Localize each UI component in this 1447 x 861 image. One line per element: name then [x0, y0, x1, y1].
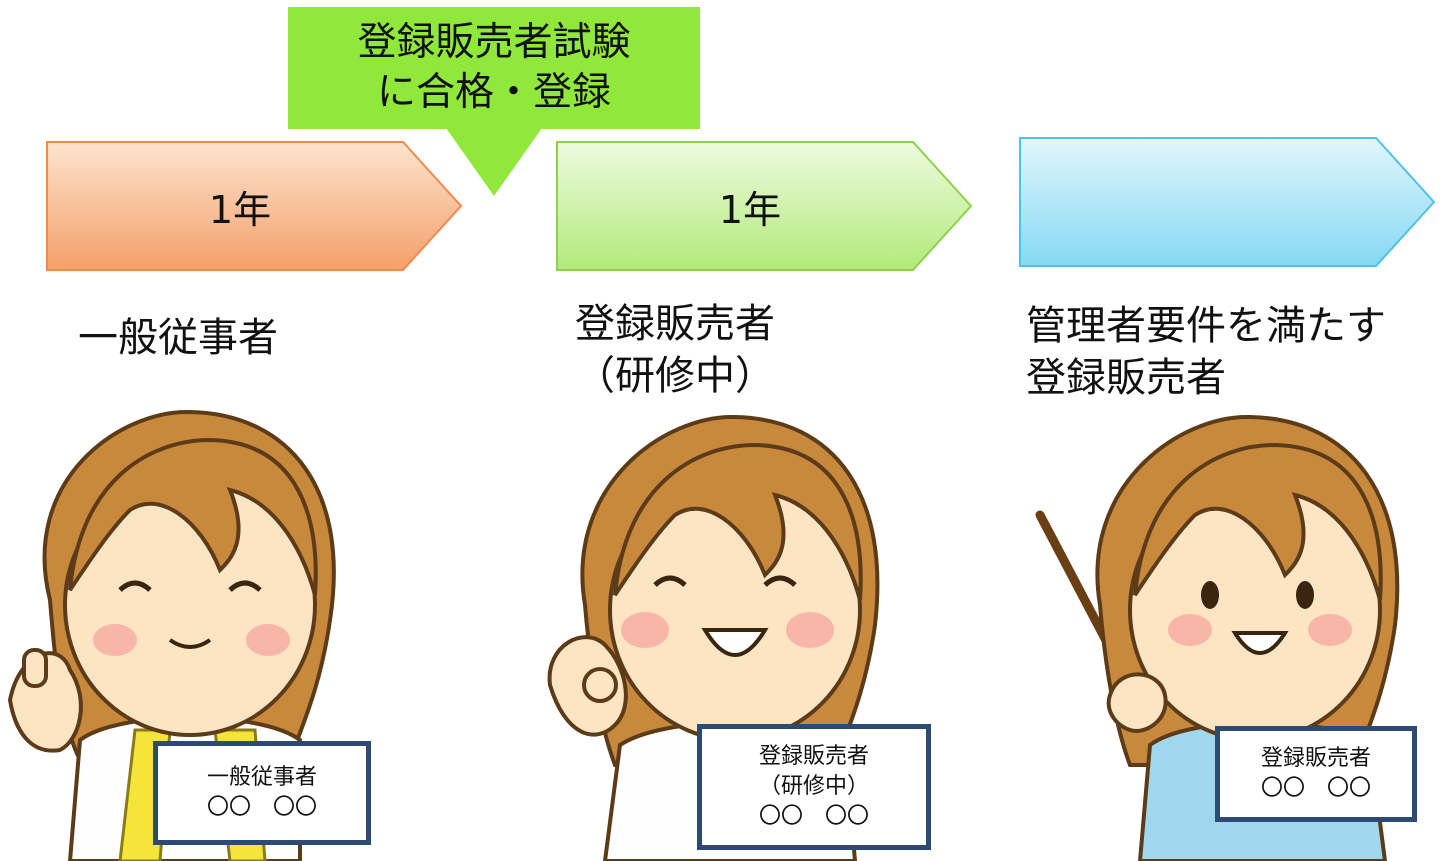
stage-3-role: 管理者要件を満たす 登録販売者 — [1026, 300, 1386, 404]
badge-2-line-2: （研修中） — [758, 774, 869, 799]
name-badge-2: 登録販売者 （研修中） 〇〇 〇〇 — [697, 724, 931, 850]
badge-1-line-2: 〇〇 〇〇 — [206, 795, 317, 820]
stage-arrow-1 — [46, 141, 463, 271]
badge-1-line-1: 一般従事者 — [206, 765, 317, 790]
stage-1-role: 一般従事者 — [78, 312, 278, 364]
stage-2-role-line-2: （研修中） — [575, 353, 775, 399]
name-badge-1: 一般従事者 〇〇 〇〇 — [153, 741, 371, 845]
stage-2-role-line-1: 登録販売者 — [575, 301, 775, 347]
badge-3-line-1: 登録販売者 — [1260, 746, 1371, 771]
stage-3-role-line-2: 登録販売者 — [1026, 355, 1226, 401]
stage-2-period: 1年 — [718, 187, 782, 232]
callout-line-2: に合格・登録 — [376, 70, 611, 115]
exam-callout: 登録販売者試験 に合格・登録 — [288, 7, 700, 129]
stage-arrow-2 — [556, 141, 973, 271]
badge-2-line-1: 登録販売者 — [758, 744, 869, 769]
stage-arrow-3 — [1019, 137, 1436, 267]
badge-3-line-2: 〇〇 〇〇 — [1260, 776, 1371, 801]
badge-2-line-3: 〇〇 〇〇 — [758, 804, 869, 829]
stage-2-role: 登録販売者 （研修中） — [575, 298, 775, 402]
name-badge-3: 登録販売者 〇〇 〇〇 — [1215, 726, 1417, 822]
callout-pointer — [446, 128, 542, 196]
callout-line-1: 登録販売者試験 — [357, 20, 631, 65]
stage-1-role-line-1: 一般従事者 — [78, 315, 278, 361]
stage-1-period: 1年 — [208, 187, 272, 232]
woman-thumbs-up-illustration — [7, 409, 336, 861]
stage-3-period — [1018, 136, 1408, 268]
woman-pointer-illustration — [1035, 414, 1400, 861]
stage-3-role-line-1: 管理者要件を満たす — [1026, 303, 1386, 349]
